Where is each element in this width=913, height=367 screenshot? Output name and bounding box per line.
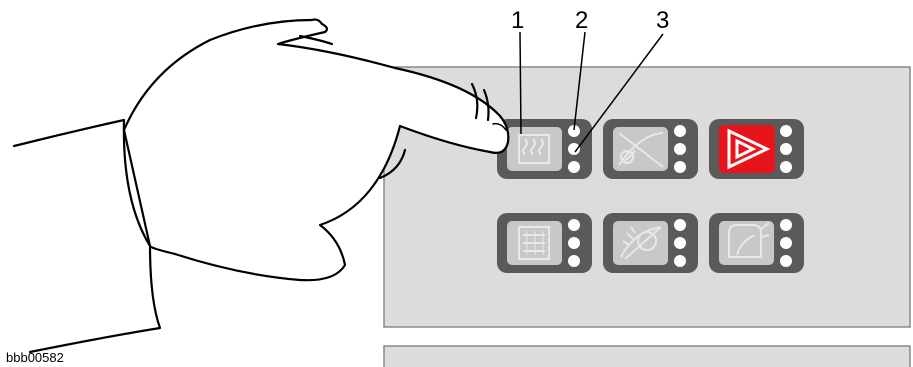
led-indicator	[568, 219, 580, 231]
led-indicator	[568, 237, 580, 249]
led-indicator	[780, 161, 792, 173]
led-indicator	[780, 255, 792, 267]
led-indicator	[568, 143, 580, 155]
led-indicator	[674, 143, 686, 155]
callout-1-label: 1	[511, 7, 524, 34]
figure-id: bbb00582	[6, 350, 64, 365]
led-indicator	[674, 255, 686, 267]
led-indicator	[780, 143, 792, 155]
callout-2-label: 2	[575, 7, 588, 34]
led-indicator	[568, 161, 580, 173]
wiper-off-button[interactable]	[603, 119, 698, 179]
callout-1-leader	[520, 32, 521, 134]
front-heater-button[interactable]	[497, 213, 592, 273]
hazard-button[interactable]	[709, 119, 804, 179]
led-indicator	[674, 219, 686, 231]
led-indicator	[780, 237, 792, 249]
led-indicator	[674, 237, 686, 249]
washer-button[interactable]	[603, 213, 698, 273]
led-indicator	[568, 255, 580, 267]
rear-wiper-button[interactable]	[709, 213, 804, 273]
callout-3-label: 3	[656, 7, 669, 34]
led-indicator	[780, 125, 792, 137]
lower-panel	[384, 346, 910, 367]
led-indicator	[780, 219, 792, 231]
led-indicator	[674, 125, 686, 137]
led-indicator	[674, 161, 686, 173]
